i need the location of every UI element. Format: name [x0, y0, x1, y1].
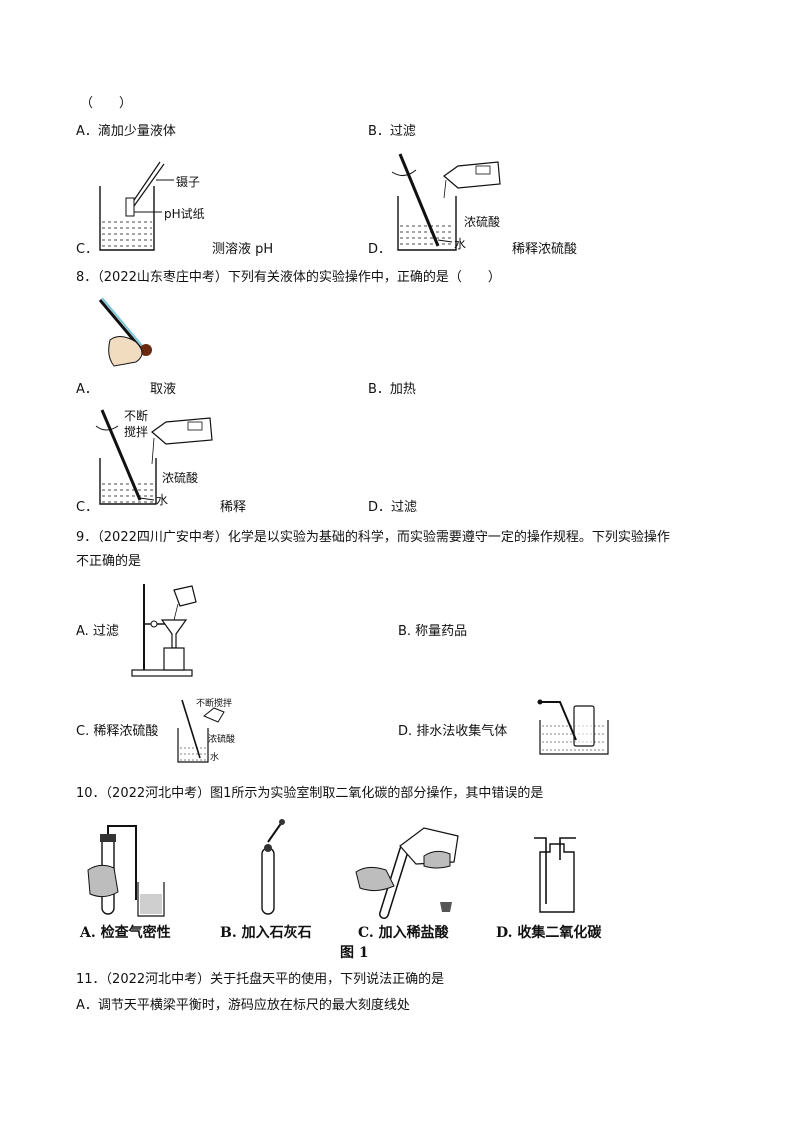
- q11-option-a: A．调节天平横梁平衡时，游码应放在标尺的最大刻度线处: [76, 998, 410, 1013]
- hand-icon: [108, 336, 143, 367]
- glass-rod: [398, 153, 440, 247]
- q9-option-b: B. 称量药品: [398, 624, 468, 639]
- q9-stem-line2: 不正确的是: [76, 554, 142, 569]
- limestone-lump: [264, 844, 272, 852]
- gas-jar: [573, 705, 595, 747]
- bottle-stopper: [440, 902, 452, 912]
- delivery-tube: [107, 825, 137, 900]
- q7-option-d-caption: 稀释浓硫酸: [512, 242, 578, 257]
- water-trough: [539, 720, 609, 755]
- collect-co2-figure: [534, 837, 576, 913]
- q7-option-d-letter: D．: [368, 242, 392, 257]
- q10-caption-d: D. 收集二氧化碳: [496, 925, 602, 941]
- dilute-acid-figure-q8: 不断 搅拌 浓硫酸 水: [95, 408, 213, 507]
- add-hydrochloric-acid-figure: [355, 827, 459, 919]
- beaker-liquid: [102, 221, 152, 247]
- tweezers-label: 镊子: [176, 175, 200, 189]
- q8-option-d: D．过滤: [368, 500, 418, 515]
- q8-option-c-caption: 稀释: [220, 500, 247, 515]
- stir-label-2: 搅拌: [124, 424, 148, 439]
- q9-option-d: D. 排水法收集气体: [398, 724, 508, 739]
- q8-option-c-letter: C．: [76, 500, 99, 515]
- q10-stem: 10．（2022河北中考）图1所示为实验室制取二氧化碳的部分操作，其中错误的是: [76, 786, 544, 801]
- acid-label: 浓硫酸: [162, 470, 198, 485]
- glass-rod: [181, 699, 201, 759]
- acid-label: 浓硫酸: [208, 733, 235, 745]
- q8-option-b: B．加热: [368, 382, 416, 397]
- beaker-outline: [99, 458, 157, 505]
- long-tube: [534, 837, 547, 904]
- acid-bottle: [203, 707, 225, 723]
- acid-bottle: [443, 161, 501, 189]
- q7-option-c-letter: C．: [76, 242, 99, 257]
- q9-option-a: A. 过滤: [76, 624, 119, 639]
- short-tube: [559, 837, 576, 860]
- tweezers-icon: [267, 821, 283, 843]
- water-label: 水: [156, 493, 168, 507]
- receiving-beaker: [163, 647, 185, 671]
- rotation-arrow-icon: [95, 425, 119, 431]
- q10-figure-label: 图 1: [340, 945, 369, 961]
- q10-caption-b: B. 加入石灰石: [220, 925, 312, 941]
- q8-option-a-letter: A．: [76, 382, 98, 397]
- q10-caption-c: C. 加入稀盐酸: [358, 925, 449, 941]
- gas-bottle: [539, 843, 575, 913]
- add-limestone-figure: [261, 819, 285, 915]
- q10-caption-a: A. 检查气密性: [80, 925, 171, 941]
- water-collection-figure: [537, 699, 609, 755]
- q7-option-a: A．滴加少量液体: [76, 124, 176, 139]
- test-tube: [261, 847, 275, 915]
- stopper: [100, 834, 116, 842]
- stir-label: 不断搅拌: [196, 697, 232, 709]
- q7-option-c-caption: 测溶液 pH: [212, 242, 274, 257]
- rotation-arrow-icon: [391, 169, 417, 176]
- acid-label: 浓硫酸: [464, 214, 500, 229]
- pouring-beaker: [173, 585, 197, 607]
- q9-stem-line1: 9．（2022四川广安中考）化学是以实验为基础的科学，而实验需要遵守一定的操作规…: [76, 530, 670, 545]
- stand-base: [131, 669, 193, 677]
- q8-stem: 8．（2022山东枣庄中考）下列有关液体的实验操作中，正确的是（ ）: [76, 270, 501, 285]
- q7-answer-paren: （ ）: [80, 96, 133, 111]
- dilute-acid-figure-q7: 浓硫酸 水: [391, 153, 501, 251]
- beaker-outline: [397, 196, 457, 251]
- delivery-tube: [538, 701, 577, 741]
- stir-label-1: 不断: [124, 408, 148, 423]
- filtration-stand-figure: [131, 584, 197, 677]
- water-beaker: [137, 882, 165, 917]
- dropper-bulb: [140, 344, 152, 356]
- q9-option-c: C. 稀释浓硫酸: [76, 724, 159, 739]
- hand-icon: [87, 864, 119, 898]
- beaker-outline: [177, 728, 209, 763]
- dropper-hand-figure: [98, 297, 152, 367]
- funnel-icon: [160, 619, 188, 649]
- hand-icon: [355, 866, 395, 892]
- ph-test-beaker-figure: 镊子 pH试纸: [99, 161, 205, 251]
- q8-option-a-caption: 取液: [150, 382, 177, 397]
- dilute-acid-figure-q9: 不断搅拌 浓硫酸 水: [177, 697, 235, 763]
- water-label: 水: [454, 237, 466, 251]
- acid-bottle: [151, 417, 213, 445]
- q11-stem: 11．（2022河北中考）关于托盘天平的使用，下列说法正确的是: [76, 972, 445, 987]
- glass-rod: [100, 409, 142, 501]
- tweezers-arm: [129, 161, 161, 207]
- water-label: 水: [210, 751, 219, 763]
- ph-paper-label: pH试纸: [164, 206, 205, 221]
- ph-paper: [125, 197, 135, 217]
- airtightness-check-figure: [87, 825, 165, 917]
- beaker-outline: [99, 186, 155, 251]
- q7-option-b: B．过滤: [368, 124, 416, 139]
